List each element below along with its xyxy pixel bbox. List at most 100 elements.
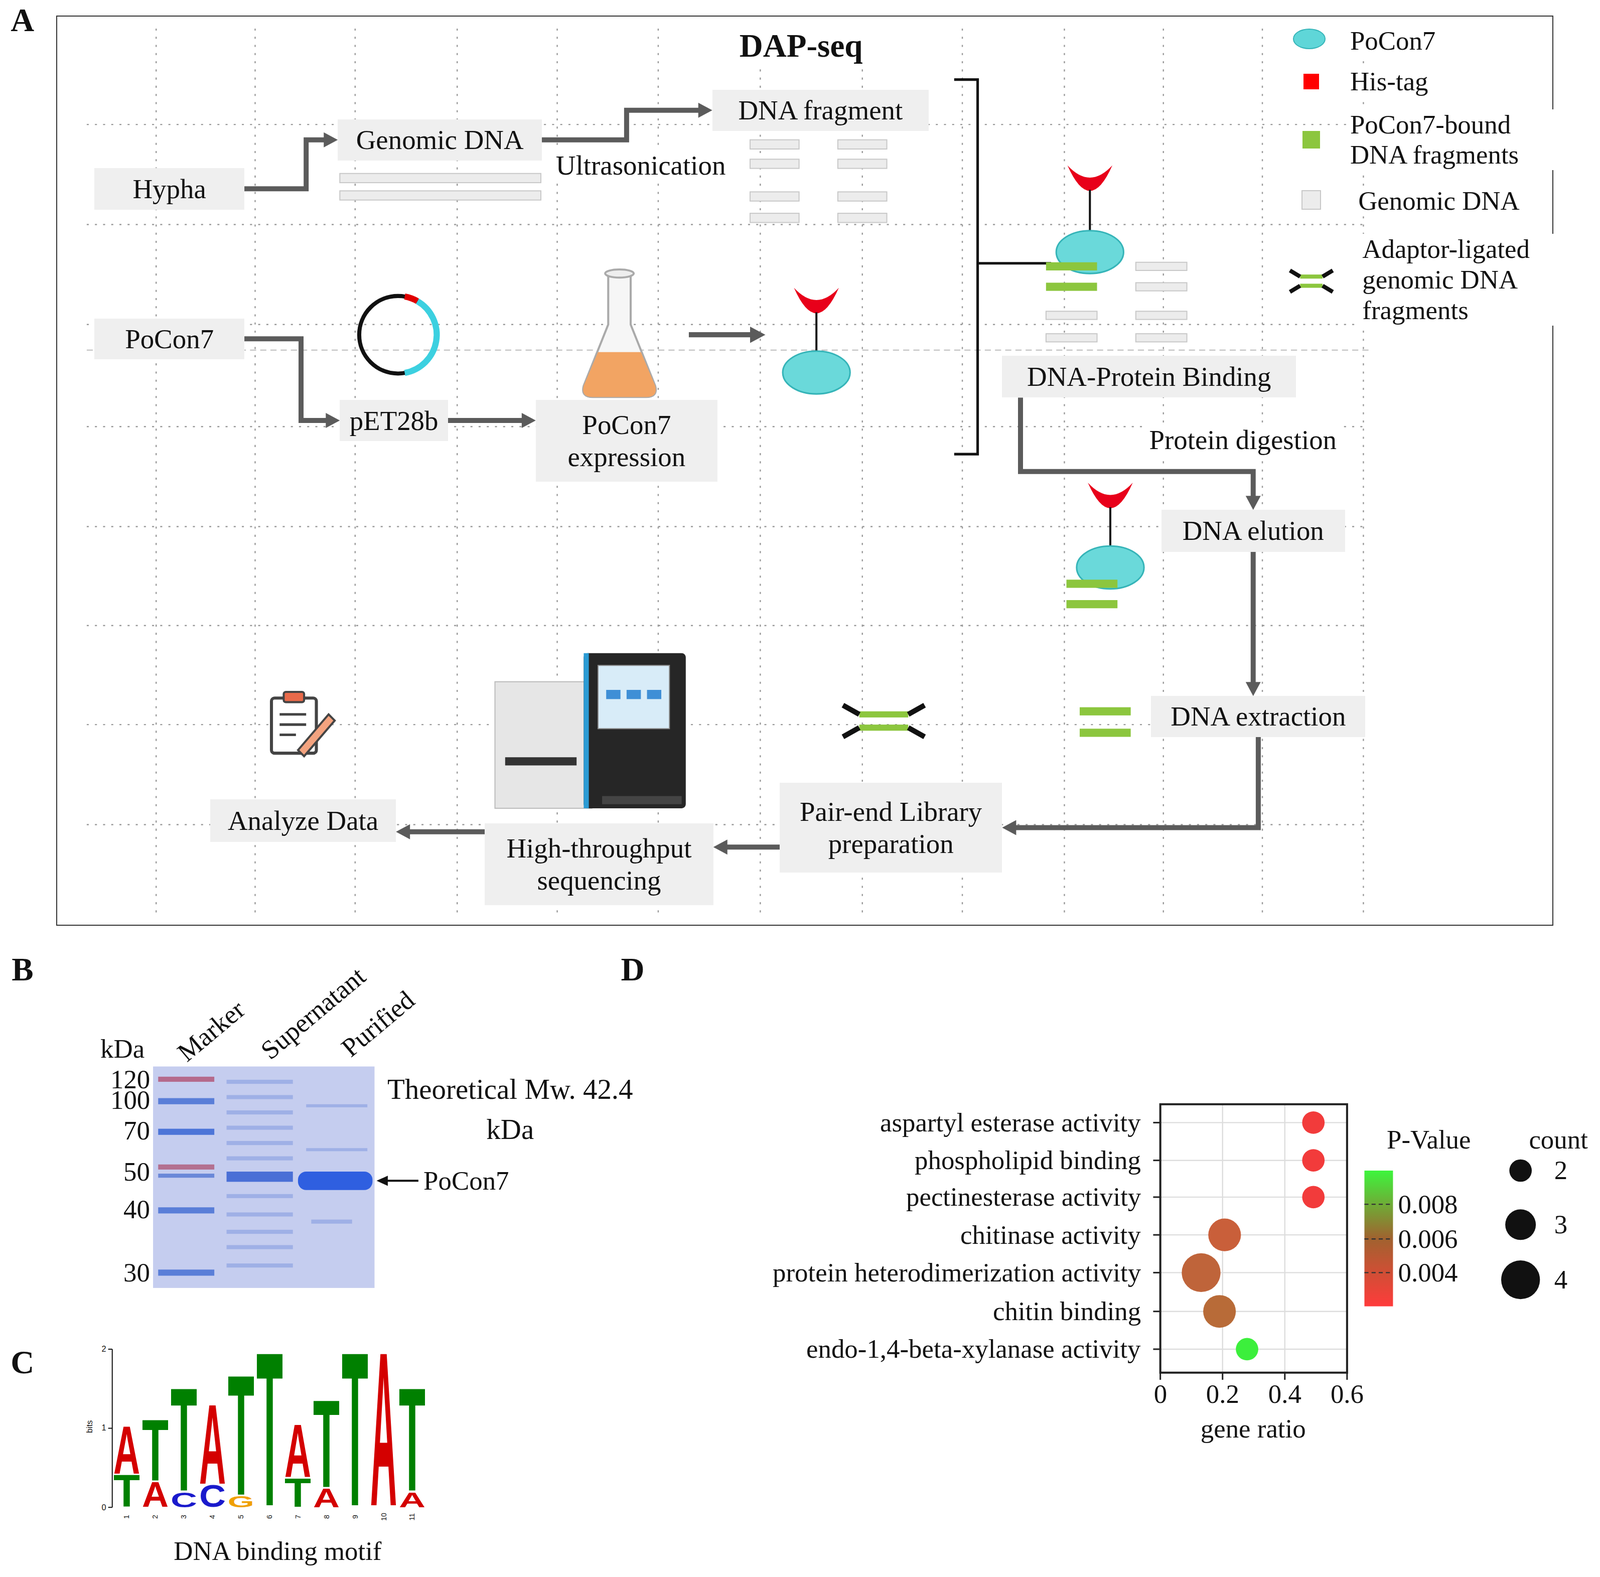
box-label: DNA-Protein Binding (1027, 360, 1272, 393)
connector-line (725, 844, 780, 850)
process-box: pET28b (339, 399, 449, 441)
box-label: Genomic DNA (356, 123, 524, 156)
connector (541, 102, 713, 140)
flow-arrow (688, 326, 766, 344)
process-box: Pair-end Library preparation (779, 782, 1002, 873)
text-label: 2 (151, 1514, 159, 1519)
box-label: pET28b (349, 404, 439, 437)
connector (395, 824, 485, 840)
logo-letter: A (199, 1403, 226, 1486)
text-label: 11 (408, 1512, 416, 1521)
logo-letter: C (199, 1484, 226, 1508)
sequencer-icon (494, 653, 686, 809)
flask-icon (583, 269, 656, 397)
logo-glyph: A (398, 1492, 426, 1508)
text-label: A (10, 1, 35, 40)
logo-glyph: G (227, 1496, 255, 1508)
text-label: 5 (237, 1514, 245, 1519)
text-label: 3 (180, 1514, 188, 1519)
text-label: 6 (265, 1514, 273, 1519)
gel-image (153, 1066, 375, 1288)
text-label: 10 (380, 1512, 388, 1521)
gel-arrow (376, 1175, 419, 1186)
text-label: B (11, 950, 34, 989)
text-label: PoCon7 (423, 1165, 509, 1197)
logo-axis (108, 1349, 113, 1508)
text-label: D (621, 950, 645, 989)
bracket (954, 79, 1052, 455)
binding-icon (1046, 165, 1188, 343)
connector-line (244, 139, 326, 190)
text-label: C (10, 1343, 35, 1382)
text-label: 1 (101, 1422, 107, 1433)
text-label: 9 (351, 1514, 359, 1519)
text-label: protein heterodimerization activity (772, 1257, 1141, 1288)
text-label: 0.2 (1206, 1378, 1240, 1410)
logo-letter: T (398, 1385, 426, 1493)
logo-letter: A (313, 1488, 340, 1508)
text-label: 70 (123, 1117, 151, 1144)
text-label: chitinase activity (960, 1219, 1141, 1251)
logo-glyph: T (284, 1477, 312, 1508)
connector (244, 132, 338, 190)
arrow-head (1245, 495, 1261, 510)
box-label: DNA elution (1182, 514, 1325, 547)
connector (244, 338, 340, 428)
text-label: 0.006 (1398, 1223, 1459, 1255)
logo-glyph: T (256, 1349, 283, 1508)
process-box: DNA-Protein Binding (1001, 355, 1296, 398)
connector-line (1013, 737, 1259, 828)
library-icon (842, 704, 925, 737)
text-label: endo-1,4-beta-xylanase activity (806, 1333, 1141, 1365)
logo-glyph: A (199, 1403, 226, 1486)
text-label: 7 (294, 1514, 302, 1519)
panel-frame: DAP-seqHyphaGenomic DNADNA fragmentPoCon… (56, 15, 1554, 926)
legend-text: 2 (1551, 1154, 1571, 1186)
text-label: count (1528, 1124, 1588, 1155)
legend-swatch (1302, 130, 1321, 149)
grid (86, 28, 1368, 919)
logo-glyph: T (398, 1385, 426, 1493)
connector (713, 839, 780, 855)
logo-glyph: A (113, 1425, 140, 1475)
text-label: 100 (110, 1086, 151, 1114)
text-label: 0.6 (1330, 1378, 1364, 1410)
box-label: PoCon7 expression (541, 408, 712, 473)
text-label: 0 (101, 1502, 107, 1513)
legend-text: PoCon7-bound DNA fragments (1347, 109, 1558, 171)
process-box: High-throughput sequencing (484, 823, 714, 906)
legend-swatch (1292, 28, 1326, 50)
arrow-head (713, 839, 728, 855)
logo-glyph: T (170, 1385, 198, 1493)
connector (1001, 737, 1259, 836)
legend-text: 4 (1551, 1264, 1571, 1295)
arrow-head (395, 824, 410, 840)
logo-letter: C (170, 1492, 198, 1508)
logo-glyph: T (313, 1398, 340, 1489)
logo-letter: A (398, 1492, 426, 1508)
text-label: aspartyl esterase activity (880, 1107, 1141, 1138)
adaptor-legend-icon (1289, 270, 1333, 293)
logo-letter: T (284, 1477, 312, 1508)
text-label: kDa (100, 1033, 145, 1065)
legend-text: Adaptor-ligated genomic DNA fragments (1359, 233, 1554, 326)
dna-fragment-bars (750, 139, 888, 223)
legend-text: PoCon7 (1347, 25, 1439, 57)
logo-glyph: T (341, 1349, 369, 1508)
text-label: 0.004 (1398, 1257, 1459, 1288)
text-label: 30 (123, 1259, 151, 1286)
arrow-head (1001, 820, 1016, 836)
process-box: DNA fragment (712, 89, 929, 131)
logo-letter: T (113, 1474, 140, 1508)
logo-glyph: T (227, 1372, 255, 1497)
connector-line (1250, 551, 1256, 685)
box-label: High-throughput sequencing (490, 832, 708, 896)
text-label: P-Value (1386, 1124, 1471, 1155)
text-label: Theoretical Mw. 42.4 kDa (382, 1069, 639, 1149)
text-label: gene ratio (1200, 1413, 1306, 1444)
logo-letter: A (370, 1349, 397, 1508)
extraction-icon (1079, 707, 1131, 738)
connector (448, 412, 536, 428)
arrow-head (325, 412, 340, 428)
